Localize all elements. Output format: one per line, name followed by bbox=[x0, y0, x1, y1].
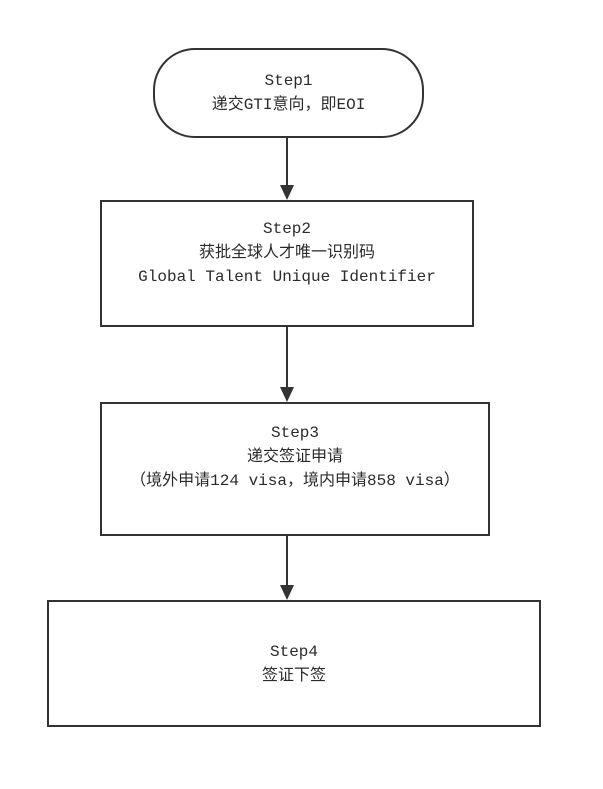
arrow-shaft bbox=[286, 327, 288, 388]
node-step4-description: 签证下签 bbox=[261, 666, 326, 685]
node-step2-title: Step2 bbox=[262, 220, 311, 238]
flowchart-node-step1: Step1 递交GTI意向，即EOI bbox=[153, 48, 424, 138]
flowchart-node-step2: Step2 获批全球人才唯一识别码 Global Talent Unique I… bbox=[100, 200, 474, 327]
arrow-shaft bbox=[286, 138, 288, 186]
flowchart-node-step3: Step3 递交签证申请 （境外申请124 visa，境内申请858 visa） bbox=[100, 402, 490, 536]
arrow-head-icon bbox=[280, 585, 294, 600]
node-step1-description: 递交GTI意向，即EOI bbox=[211, 96, 366, 114]
arrow-head-icon bbox=[280, 387, 294, 402]
arrow-shaft bbox=[286, 536, 288, 586]
node-step2-subtitle: Global Talent Unique Identifier bbox=[138, 268, 436, 286]
arrow-step2-to-step3 bbox=[280, 327, 294, 402]
node-step2-description: 获批全球人才唯一识别码 bbox=[198, 244, 375, 262]
node-step3-subtitle: （境外申请124 visa，境内申请858 visa） bbox=[130, 472, 460, 490]
arrow-head-icon bbox=[280, 185, 294, 200]
flowchart-node-step4: Step4 签证下签 bbox=[47, 600, 541, 727]
arrow-step3-to-step4 bbox=[280, 536, 294, 600]
node-step3-title: Step3 bbox=[270, 424, 319, 442]
node-step1-title: Step1 bbox=[264, 72, 313, 90]
node-step3-description: 递交签证申请 bbox=[246, 448, 343, 466]
node-step4-title: Step4 bbox=[269, 642, 318, 661]
arrow-step1-to-step2 bbox=[280, 138, 294, 200]
